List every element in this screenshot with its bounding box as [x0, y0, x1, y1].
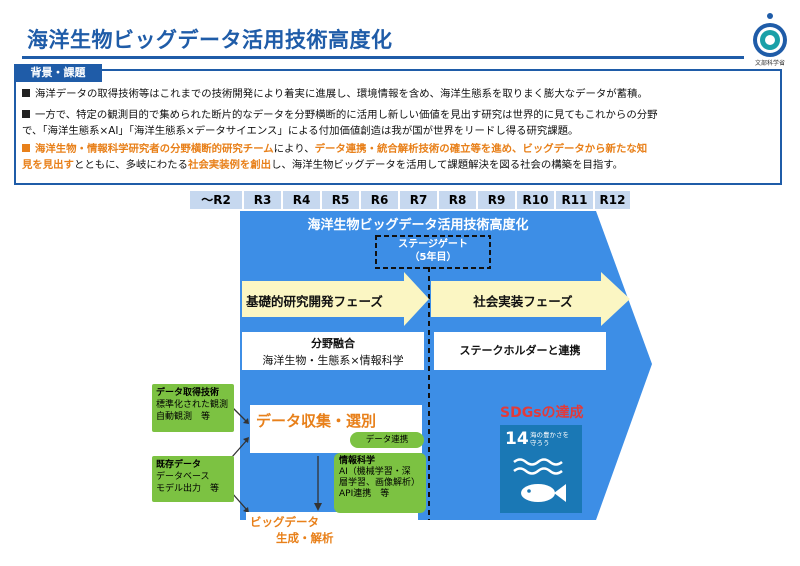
bullet-3-highlight-findings: 見を見出す — [22, 158, 74, 171]
info-science-line1: AI（機械学習・深 — [339, 467, 411, 477]
bullet-3-text-2: とともに、多岐にわたる — [73, 158, 188, 171]
timeline-year: ～R2 — [190, 191, 242, 209]
bullet-square-icon — [22, 110, 30, 118]
existing-data-line1: データベース — [156, 472, 210, 482]
logo-caption: 文部科学省 — [754, 60, 785, 67]
bullet-3: 海洋生物・情報科学研究者の分野横断的研究チームにより、データ連携・統合解析技術の… — [22, 142, 777, 173]
title-underline — [22, 56, 744, 59]
background-panel — [14, 69, 782, 185]
timeline-header: ～R2 R3 R4 R5 R6 R7 R8 R9 R10 R11 R12 — [190, 191, 632, 209]
fusion-title: 分野融合 — [311, 337, 355, 350]
phase2-arrow — [431, 272, 630, 326]
phase1-label: 基礎的研究開発フェーズ — [246, 294, 383, 309]
data-acquisition-line1: 標準化された観測 — [156, 400, 229, 410]
info-science-line2: 層学習、画像解析） — [339, 478, 421, 488]
stage-gate-line1: ステージゲート — [398, 239, 468, 250]
connector-exist-up — [231, 439, 248, 458]
sdgs-title: SDGsの達成 — [500, 405, 584, 421]
connector-exist-down — [231, 492, 248, 511]
info-science-line3: API連携 等 — [339, 489, 390, 499]
fish-waves-icon — [513, 458, 566, 502]
bullet-3-highlight-social: 社会実装例を創出 — [187, 158, 272, 171]
stage-gate-label: ステージゲート （5年目） — [376, 238, 490, 264]
phase2-label: 社会実装フェーズ — [473, 294, 573, 309]
page-title: 海洋生物ビッグデータ活用技術高度化 — [27, 28, 393, 52]
data-link-badge: データ連携 — [350, 432, 424, 448]
bigdata-line2: 生成・解析 — [276, 531, 334, 545]
data-acquisition-title: データ取得技術 — [156, 388, 220, 398]
bullet-1: 海洋データの取得技術等はこれまでの技術開発により着実に進展し、環境情報を含め、海… — [22, 87, 777, 103]
program-title: 海洋生物ビッグデータ活用技術高度化 — [307, 218, 529, 233]
bullet-3-highlight-tech: データ連携・統合解析技術の確立等を進め、ビッグデータから新たな知 — [314, 143, 648, 155]
sdg14-text: 海の豊かさを 守ろう — [530, 431, 569, 447]
bullet-2: 一方で、特定の観測目的で集められた断片的なデータを分野横断的に活用し新しい価値を… — [22, 108, 777, 139]
bullet-3-text-3: し、海洋生物ビッグデータを活用して課題解決を図る社会の構築を目指す。 — [271, 158, 623, 171]
mext-logo-icon — [753, 13, 787, 57]
bullet-1-text: 海洋データの取得技術等はこれまでの技術開発により着実に進展し、環境情報を含め、海… — [35, 88, 648, 100]
bullet-3-highlight-team: 海洋生物・情報科学研究者の分野横断的研究チーム — [35, 143, 274, 155]
timeline-year: R7 — [400, 191, 437, 209]
existing-data-title: 既存データ — [156, 460, 202, 470]
sdg14-badge: 14 海の豊かさを 守ろう — [500, 425, 582, 513]
sdg14-number: 14 — [505, 429, 529, 449]
timeline-year: R5 — [322, 191, 359, 209]
bullet-2-text-line1: 一方で、特定の観測目的で集められた断片的なデータを分野横断的に活用し新しい価値を… — [35, 109, 658, 121]
timeline-year: R4 — [283, 191, 320, 209]
bullet-square-orange-icon — [22, 144, 30, 152]
existing-data-line2: モデル出力 等 — [156, 484, 220, 494]
existing-data-box: 既存データ データベース モデル出力 等 — [152, 456, 234, 502]
sdg14-text-line2: 守ろう — [530, 439, 550, 447]
sdg14-text-line1: 海の豊かさを — [530, 431, 569, 439]
timeline-year: R11 — [556, 191, 593, 209]
bullet-square-icon — [22, 89, 30, 97]
connector-acq — [231, 406, 248, 423]
info-science-box: 情報科学 AI（機械学習・深 層学習、画像解析） API連携 等 — [334, 453, 426, 513]
fusion-box: 分野融合 海洋生物・生態系×情報科学 — [242, 332, 424, 370]
phase1-arrow — [242, 272, 429, 326]
data-collection-label: データ収集・選別 — [256, 412, 377, 430]
timeline-year: R8 — [439, 191, 476, 209]
timeline-year: R3 — [244, 191, 281, 209]
stakeholder-box: ステークホルダーと連携 — [434, 332, 606, 370]
bullet-2-text-line2: で、「海洋生態系×AI」「海洋生態系×データサイエンス」による付加価値創造は我が… — [22, 124, 579, 137]
info-science-title: 情報科学 — [339, 456, 376, 466]
fusion-subtitle: 海洋生物・生態系×情報科学 — [262, 354, 404, 367]
bigdata-line1: ビッグデータ — [250, 515, 319, 529]
background-label: 背景・課題 — [14, 64, 102, 82]
timeline-year: R10 — [517, 191, 554, 209]
stage-gate-box — [375, 235, 491, 269]
timeline-year: R9 — [478, 191, 515, 209]
timeline-year: R12 — [595, 191, 630, 209]
timeline-year: R6 — [361, 191, 398, 209]
stage-gate-line2: （5年目） — [409, 252, 457, 263]
bullet-3-text-1: により、 — [273, 143, 315, 155]
data-acquisition-line2: 自動観測 等 — [156, 412, 211, 422]
data-acquisition-box: データ取得技術 標準化された観測 自動観測 等 — [152, 384, 234, 432]
bigdata-box: ビッグデータ 生成・解析 — [246, 512, 418, 546]
